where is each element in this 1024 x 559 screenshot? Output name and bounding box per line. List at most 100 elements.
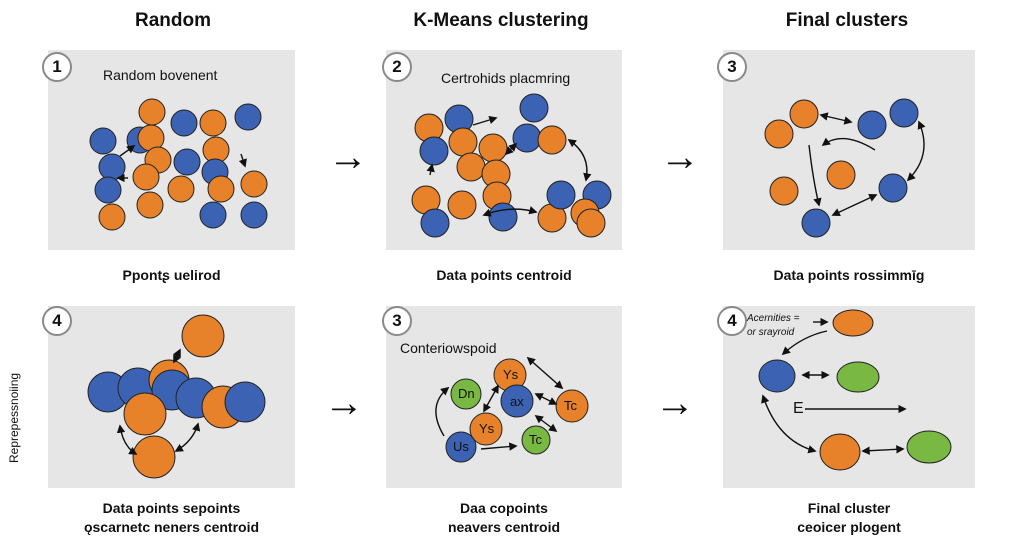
node-label-ys-2: Ys: [479, 421, 495, 436]
node-label-tc-2: Tc: [529, 432, 542, 447]
caption-panel-4-line-1: Data points sepoints: [102, 500, 241, 516]
orange-point: [240, 170, 268, 198]
green-centroid: [450, 378, 482, 410]
orange-point: [789, 99, 819, 129]
caption-panel-5-line-2: neavers centroid: [447, 519, 561, 535]
move-arrow: [482, 206, 538, 217]
blue-point: [98, 153, 126, 181]
blue-point: [234, 103, 262, 131]
move-arrow: [483, 384, 499, 413]
step-badge: 3: [717, 52, 747, 82]
orange-point: [826, 160, 856, 190]
flow-arrow-1-2: →: [328, 135, 368, 179]
move-arrow: [567, 139, 592, 182]
orange-point: [555, 389, 589, 423]
label-e: E: [793, 400, 804, 417]
side-label: Reprepessnoiing: [7, 372, 21, 463]
blue-point: [801, 208, 831, 238]
blue-point: [512, 123, 542, 153]
panel-preprocessing: 4: [42, 306, 295, 488]
orange-point: [207, 175, 235, 203]
blue-point: [519, 93, 549, 123]
orange-point: [138, 98, 166, 126]
move-arrow: [808, 144, 822, 207]
move-arrow: [174, 422, 201, 452]
move-arrow: [472, 115, 498, 126]
annotation-line-1: Acernities =: [747, 313, 800, 324]
orange-point: [98, 203, 126, 231]
caption-panel-1: Ppontʂ uelirod: [122, 267, 221, 283]
annotation-line-2: or srayroid: [747, 327, 795, 338]
caption-panel-6-line-1: Final cluster: [807, 500, 891, 516]
orange-point: [132, 435, 176, 479]
blue-point: [94, 176, 122, 204]
blue-point: [546, 180, 576, 210]
node-label-tc: Tc: [564, 398, 577, 413]
panel-random-movement: 1 Random bovenent: [42, 50, 295, 250]
panel-final-clusters-bottom: 4 Acernities = or srayroid E: [717, 306, 975, 488]
orange-point: [769, 176, 799, 206]
caption-panel-4-line-2: ǫscarnetc neners centroid: [83, 519, 260, 535]
move-arrow: [781, 330, 828, 356]
caption-panel-2: Data points centroid: [436, 267, 572, 283]
blue-point: [878, 173, 908, 203]
move-arrow: [480, 442, 518, 451]
blue-point: [419, 136, 449, 166]
move-arrow: [831, 194, 878, 216]
panel-5-diagram: [435, 356, 589, 463]
orange-cluster: [832, 309, 874, 337]
move-arrow: [426, 163, 435, 176]
move-arrow: [819, 112, 853, 125]
blue-point: [170, 109, 198, 137]
green-cluster: [906, 430, 952, 464]
panel-title: Random bovenent: [103, 67, 218, 83]
caption-panel-5-line-1: Daa copoints: [460, 500, 548, 516]
move-arrow: [173, 348, 181, 364]
node-label-ys: Ys: [503, 367, 519, 382]
move-arrow: [861, 445, 905, 455]
orange-point: [167, 175, 195, 203]
orange-point: [764, 119, 794, 149]
blue-point: [199, 201, 227, 229]
node-label-dn: Dn: [458, 386, 475, 401]
move-arrow: [526, 356, 564, 390]
panel-2-diagram: [411, 93, 612, 238]
panel-centroid-update: 3 Conteriowspoid Dn Ys ax Tc Ys Us Tc: [382, 306, 622, 488]
move-arrow: [761, 394, 817, 454]
flow-arrow-5-6: →: [655, 381, 695, 425]
step-badge: 2: [382, 52, 412, 82]
blue-point: [445, 431, 477, 463]
orange-point: [136, 191, 164, 219]
move-arrow: [435, 386, 450, 437]
step-badge: 1: [42, 52, 72, 82]
blue-point: [889, 98, 919, 128]
move-arrow: [534, 393, 558, 405]
move-arrow: [116, 424, 138, 455]
blue-point: [240, 201, 268, 229]
orange-point: [132, 163, 160, 191]
orange-point: [478, 133, 508, 163]
panel-1-diagram: [89, 98, 268, 231]
blue-point: [488, 202, 518, 232]
panel-title: Certrohids placmring: [441, 70, 571, 86]
orange-point: [469, 412, 503, 446]
panel-3-diagram: [764, 98, 926, 238]
move-arrow: [504, 142, 518, 156]
step-badge: 3: [382, 306, 412, 336]
orange-point: [576, 208, 606, 238]
orange-point: [123, 392, 167, 436]
blue-point: [173, 148, 201, 176]
panel-6-diagram: [758, 309, 952, 471]
caption-panel-6-line-2: ceoicer plogent: [797, 519, 901, 535]
orange-point: [537, 125, 567, 155]
orange-point: [448, 127, 478, 157]
panel-title: Conteriowspoid: [400, 340, 497, 356]
orange-cluster: [819, 433, 861, 471]
green-cluster: [836, 361, 880, 393]
blue-point: [224, 381, 266, 423]
blue-point: [89, 127, 117, 155]
move-arrow: [119, 145, 136, 157]
move-arrow: [906, 120, 926, 182]
flow-arrow-4-5: →: [324, 381, 364, 425]
orange-point: [456, 152, 486, 182]
